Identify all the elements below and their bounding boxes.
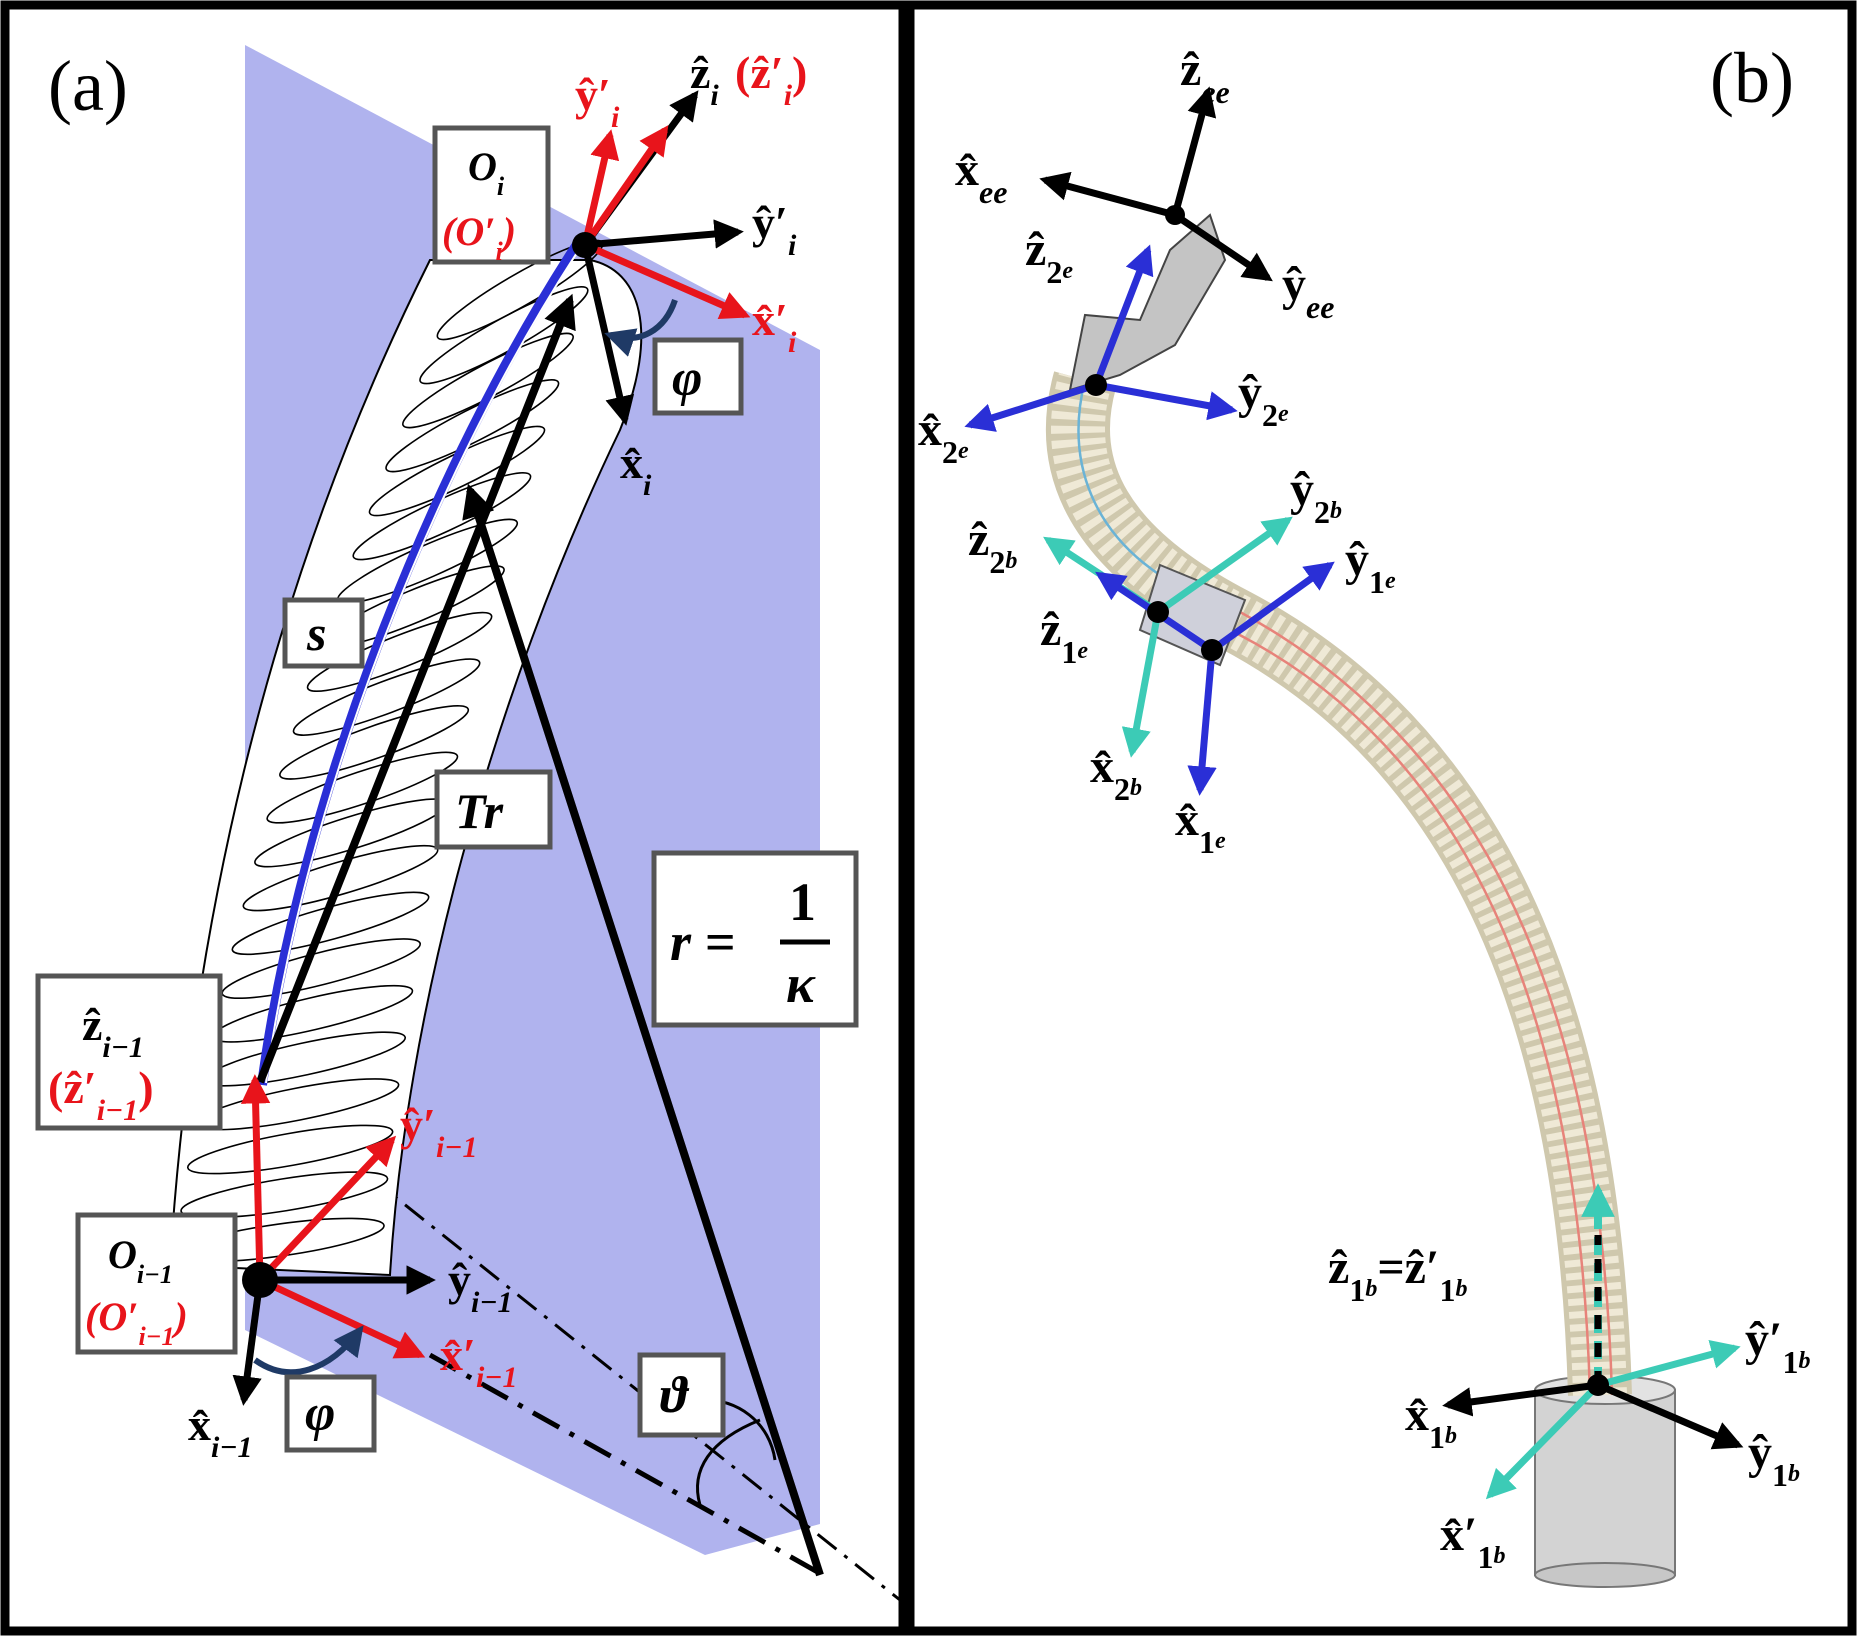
segment-disk	[292, 658, 481, 736]
s-box	[282, 597, 365, 669]
x-1b-label: x̂1b	[1405, 1388, 1457, 1455]
z-1e-label: ẑ1e	[1040, 603, 1088, 670]
panel-b-tag: (b)	[1710, 38, 1794, 118]
arc-s	[257, 240, 583, 1086]
frame-2e	[964, 244, 1238, 432]
z-1b-equality-label: ẑ1b=ẑ′1b	[1328, 1241, 1467, 1308]
origin-im1-prime-label: (O′i−1)	[85, 1294, 188, 1351]
x-ee-label: x̂ee	[955, 143, 1007, 210]
tr-label: Tr	[455, 783, 504, 839]
y-2e-label: ŷ2e	[1238, 366, 1289, 433]
x-2e-label: x̂2e	[918, 403, 969, 470]
segment-disk	[385, 379, 560, 473]
radius-numerator: 1	[789, 872, 816, 932]
panel-a-tag: (a)	[48, 46, 128, 126]
radius-arrow	[462, 483, 824, 1577]
frame-1b	[1442, 1183, 1744, 1500]
segment-disk	[279, 705, 470, 780]
origin-i-prime-label: (O′i)	[442, 209, 516, 266]
phi-bottom-box	[284, 1374, 377, 1453]
radius-denominator: κ	[786, 954, 816, 1014]
y-prime-im1-label: ŷ′i−1	[400, 1099, 477, 1164]
panel-b: (b) ẑee x̂ee ŷee ẑ2e x̂2e ŷ2e ŷ2b ẑ2b ŷ1…	[918, 38, 1811, 1588]
segment-disk	[306, 611, 493, 692]
x-prime-i-label: x̂′i	[752, 294, 797, 359]
panel-a-frame	[0, 0, 908, 1636]
z-im1-label: ẑi−1	[82, 999, 144, 1064]
origin-i-box	[432, 125, 551, 265]
radius-box	[651, 850, 859, 1028]
gripper	[1068, 213, 1227, 392]
z-2e-label: ẑ2e	[1025, 223, 1073, 290]
z-ee-label: ẑee	[1180, 43, 1230, 110]
phi-bottom-label: φ	[305, 1385, 335, 1442]
panel-b-frame	[905, 0, 1857, 1636]
y-ee-label: ŷee	[1282, 258, 1334, 325]
base-cylinder	[1534, 1389, 1676, 1576]
y-1b-label: ŷ1b	[1748, 1426, 1800, 1493]
panel-a: (a) Oi (O′i) ŷ′i ẑi (ẑ′i) ŷ′i x̂′i x̂i φ…	[35, 45, 901, 1602]
frame-i-minus-1	[232, 1074, 436, 1406]
x-im1-label: x̂i−1	[188, 1399, 253, 1464]
x-prime-im1-label: x̂′i−1	[440, 1329, 517, 1394]
y-1e-label: ŷ1e	[1345, 533, 1396, 600]
frame-ee	[1039, 86, 1273, 282]
segment-disk	[402, 332, 574, 429]
origin-im1-box	[75, 1212, 238, 1355]
segment-disk	[186, 1124, 394, 1175]
y-i-label: ŷ′i	[752, 197, 797, 262]
x-i-label: x̂i	[620, 437, 652, 502]
y-2b-label: ŷ2b	[1290, 463, 1342, 530]
chord-tr-arrow	[256, 293, 576, 1084]
segment-disk	[242, 844, 439, 912]
theta-label: ϑ	[660, 1367, 690, 1424]
phi-top-box	[652, 337, 744, 416]
x-1e-label: x̂1e	[1175, 793, 1226, 860]
z-prime-i-label: (ẑ′i)	[735, 47, 807, 112]
s-label: s	[306, 605, 326, 661]
theta-box	[637, 1352, 726, 1438]
base-line	[254, 1083, 901, 1602]
z-2b-label: ẑ2b	[968, 513, 1017, 580]
tr-box	[434, 769, 553, 850]
x-2b-label: x̂2b	[1090, 740, 1142, 807]
z-im1-box	[35, 973, 223, 1131]
frame-1e	[1095, 561, 1335, 796]
y-im1-label: ŷi−1	[448, 1254, 513, 1319]
origin-im1-label: Oi−1	[108, 1232, 173, 1289]
y-prime-1b-label: ŷ′1b	[1745, 1313, 1811, 1380]
origin-i-label: Oi	[468, 144, 505, 201]
x-prime-1b-label: x̂′1b	[1440, 1508, 1506, 1575]
radius-lhs: r =	[670, 912, 735, 972]
segment-disk	[180, 1171, 389, 1219]
z-prime-im1-label: (ẑ′i−1)	[48, 1062, 154, 1127]
phi-top-label: φ	[672, 350, 702, 407]
theta-base-line	[428, 1352, 825, 1578]
z-i-label: ẑi	[690, 47, 719, 112]
frame-i	[572, 90, 751, 426]
y-prime-i-label: ŷ′i	[575, 69, 620, 134]
